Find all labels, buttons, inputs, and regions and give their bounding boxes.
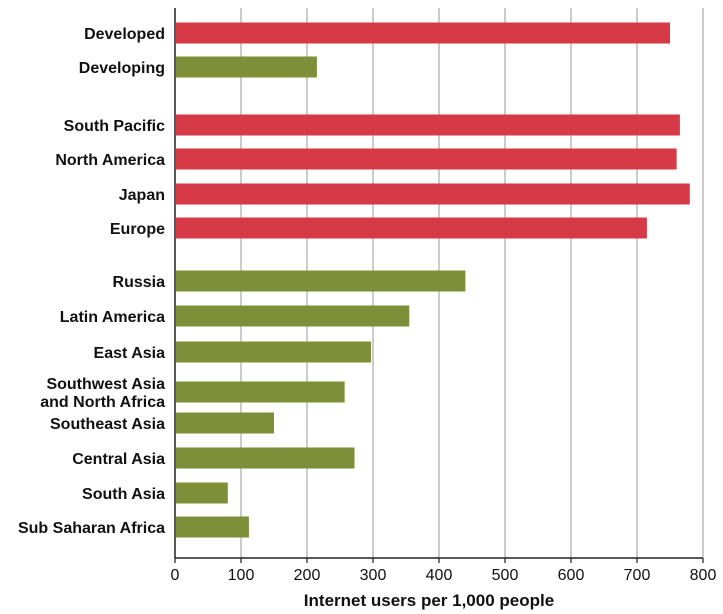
x-tick-label-0: 0 xyxy=(171,567,180,584)
category-label-line: South Pacific xyxy=(64,118,165,135)
x-tick-label-400: 400 xyxy=(426,567,453,584)
bar-11 xyxy=(176,447,355,469)
category-label-line: Central Asia xyxy=(72,451,165,468)
bar-2 xyxy=(176,114,680,136)
category-label-line: East Asia xyxy=(94,345,166,362)
x-tick-label-700: 700 xyxy=(624,567,651,584)
category-label-line: Developed xyxy=(84,26,165,43)
category-label-10: Southeast Asia xyxy=(50,416,165,433)
x-axis: 0 100 200 300 400 500 600 700 800 xyxy=(171,8,717,584)
bar-0 xyxy=(176,22,670,44)
bar-3 xyxy=(176,148,677,170)
bar-7 xyxy=(176,305,410,327)
bars xyxy=(176,22,690,538)
category-label-5: Europe xyxy=(110,221,165,238)
x-tick-label-100: 100 xyxy=(228,567,255,584)
category-label-line: Sub Saharan Africa xyxy=(18,520,165,537)
category-label-1: Developing xyxy=(79,60,165,77)
x-tick-label-200: 200 xyxy=(294,567,321,584)
bar-8 xyxy=(176,341,372,363)
category-label-3: North America xyxy=(55,152,165,169)
bar-6 xyxy=(176,270,466,292)
bar-9 xyxy=(176,381,345,403)
category-label-line: Russia xyxy=(113,274,166,291)
category-label-13: Sub Saharan Africa xyxy=(18,520,165,537)
bar-5 xyxy=(176,217,647,239)
bar-12 xyxy=(176,482,228,504)
x-tick-label-500: 500 xyxy=(492,567,519,584)
category-label-4: Japan xyxy=(119,187,165,204)
category-label-line: South Asia xyxy=(82,486,165,503)
x-tick-label-300: 300 xyxy=(360,567,387,584)
category-label-line: Latin America xyxy=(60,309,165,326)
category-label-2: South Pacific xyxy=(64,118,165,135)
bar-13 xyxy=(176,516,249,538)
bar-1 xyxy=(176,56,317,78)
category-label-line: and North Africa xyxy=(40,394,165,411)
category-label-line: Southeast Asia xyxy=(50,416,165,433)
x-tick-label-800: 800 xyxy=(690,567,717,584)
category-label-line: Japan xyxy=(119,187,165,204)
category-label-6: Russia xyxy=(113,274,166,291)
bar-10 xyxy=(176,412,274,434)
category-label-line: North America xyxy=(55,152,165,169)
x-tick-label-600: 600 xyxy=(558,567,585,584)
x-axis-title: Internet users per 1,000 people xyxy=(304,591,554,610)
category-label-8: East Asia xyxy=(94,345,166,362)
category-label-0: Developed xyxy=(84,26,165,43)
category-label-7: Latin America xyxy=(60,309,165,326)
category-label-line: Developing xyxy=(79,60,165,77)
bar-4 xyxy=(176,183,690,205)
category-label-11: Central Asia xyxy=(72,451,165,468)
category-label-12: South Asia xyxy=(82,486,165,503)
category-label-line: Southwest Asia xyxy=(46,376,165,393)
category-label-line: Europe xyxy=(110,221,165,238)
